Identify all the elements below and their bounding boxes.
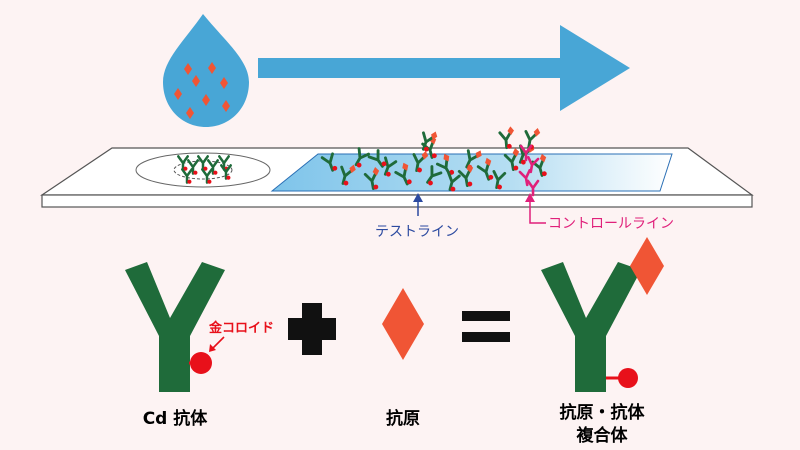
control-line-pointer — [525, 193, 546, 224]
flow-arrow-icon — [258, 25, 630, 111]
mini-antibody-complex — [187, 159, 199, 175]
test-strip — [40, 147, 754, 208]
complex-label-line1: 抗原・抗体 — [560, 402, 646, 423]
mini-antibody — [519, 144, 533, 162]
gold-colloid-label: 金コロイド — [208, 320, 274, 336]
conjugate-antibodies — [177, 155, 232, 184]
mini-antibody-complex — [426, 165, 443, 186]
mini-antibody — [518, 168, 532, 187]
mini-antibody-complex — [447, 171, 461, 192]
gold-labeled-antibody-icon — [125, 262, 225, 392]
mini-antibody-complex — [412, 150, 429, 173]
sample-droplet-icon — [163, 14, 249, 127]
gold-colloid-particle — [190, 352, 212, 374]
mini-antibody-complex — [181, 168, 193, 184]
control-line-antibodies — [518, 144, 540, 197]
mini-antibody-complex — [320, 152, 338, 172]
mini-antibody-complex — [492, 170, 507, 190]
antigen-label: 抗原 — [386, 408, 420, 429]
mini-antibody-complex — [503, 148, 520, 172]
mini-antibody-complex — [394, 162, 412, 186]
mini-antibody — [526, 179, 540, 197]
equals-icon — [462, 311, 510, 342]
mini-antibody-complex — [207, 159, 219, 175]
mini-antibody-complex — [476, 157, 494, 181]
mini-antibody — [526, 155, 540, 174]
antigen-icon — [382, 288, 424, 360]
cd-antibody-label: Cd 抗体 — [143, 408, 209, 429]
plus-icon — [288, 303, 336, 355]
mini-antibody-complex — [383, 156, 398, 177]
test-line-label: テストライン — [375, 224, 459, 240]
mini-antibody-complex — [201, 168, 213, 184]
test-line-pointer — [413, 193, 423, 216]
mini-antibody-complex — [531, 153, 547, 177]
complex-label-line2: 複合体 — [576, 425, 629, 446]
mini-antibody-complex — [220, 164, 232, 180]
mini-antibody-complex — [340, 164, 356, 186]
mini-antibody-complex — [367, 149, 387, 168]
mini-antibody-complex — [498, 126, 514, 150]
mini-antibody-complex — [457, 164, 474, 188]
mini-antibody-complex — [363, 167, 380, 191]
control-line-label: コントロールライン — [548, 216, 674, 232]
mini-antibody-complex — [421, 131, 438, 152]
antigen-antibody-complex-icon — [541, 237, 664, 392]
mini-antibody-complex — [354, 147, 371, 168]
